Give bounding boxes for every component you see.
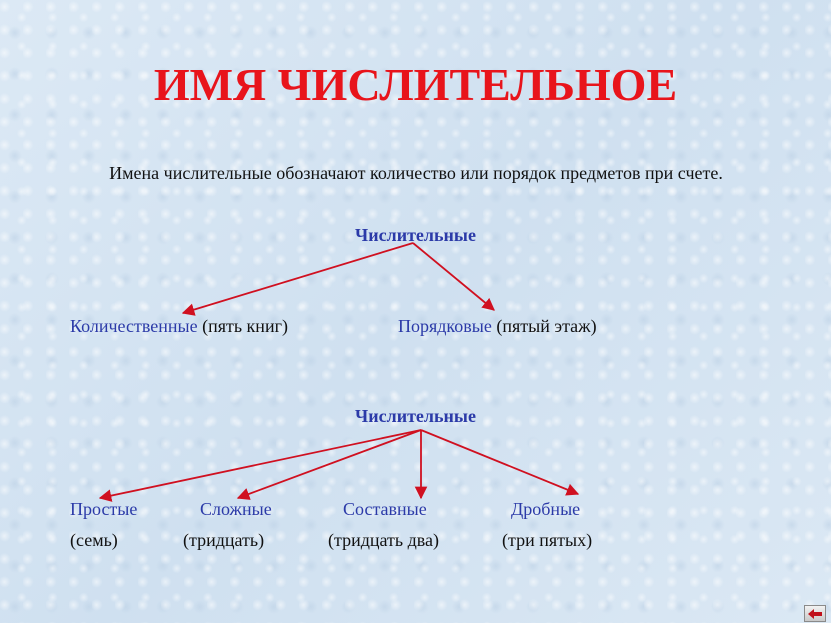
arrow-to-simple — [98, 429, 422, 502]
tree1-item-ordinal: Порядковые (пятый этаж) — [398, 316, 597, 337]
tree2-example-simple: (семь) — [70, 530, 118, 550]
tree2-term-simple: Простые — [70, 499, 138, 519]
back-button[interactable] — [804, 605, 826, 622]
tree2-example-fractional: (три пятых) — [502, 530, 593, 550]
term-label: Количественные — [70, 316, 198, 336]
back-arrow-icon — [808, 608, 822, 619]
example-label: (пять книг) — [202, 316, 288, 336]
example-label: (пятый этаж) — [496, 316, 597, 336]
arrow-to-quantitative — [181, 242, 414, 316]
tree1-heading: Числительные — [355, 225, 476, 245]
tree2-term-complex: Сложные — [200, 499, 272, 519]
page-title: ИМЯ ЧИСЛИТЕЛЬНОЕ — [153, 59, 678, 110]
tree2-term-fractional: Дробные — [511, 499, 581, 519]
arrow-to-ordinal — [412, 242, 495, 311]
arrow-to-fractional — [420, 429, 580, 496]
tree2-example-complex: (тридцать) — [183, 530, 265, 550]
term-label: Порядковые — [398, 316, 492, 336]
intro-text: Имена числительные обозначают количество… — [109, 163, 723, 183]
tree2-example-compound: (тридцать два) — [328, 530, 440, 550]
arrow-to-complex — [236, 429, 422, 500]
tree2-term-compound: Составные — [343, 499, 427, 519]
tree1-item-quantitative: Количественные (пять книг) — [70, 316, 288, 337]
tree2-heading: Числительные — [355, 406, 476, 426]
